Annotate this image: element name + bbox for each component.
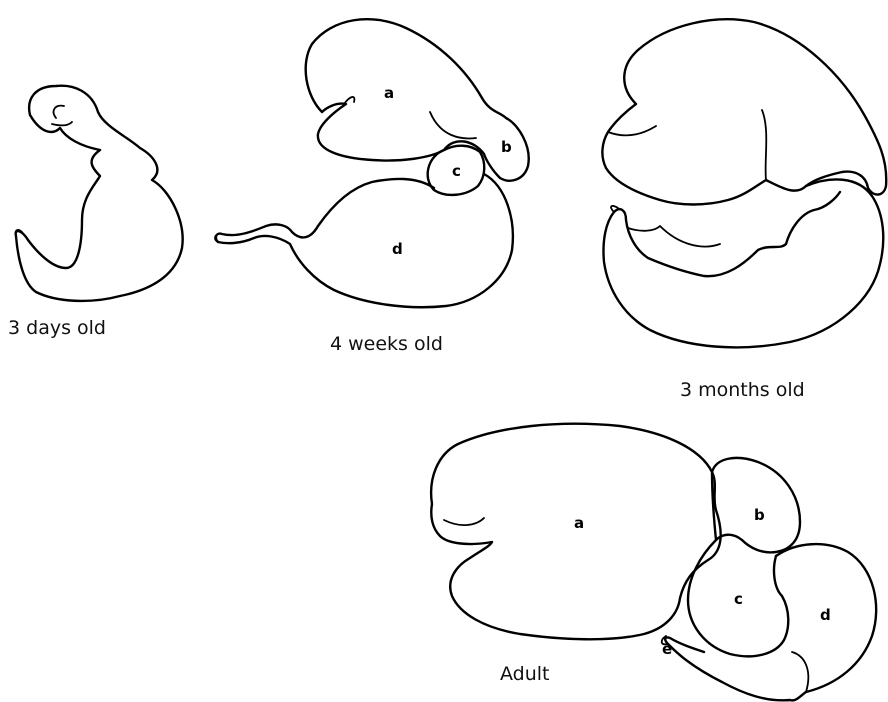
- adult-label-e: e: [662, 640, 672, 658]
- week4-region-a: [306, 19, 529, 181]
- week4-label-a: a: [384, 84, 394, 102]
- week4-label-c: c: [452, 162, 461, 180]
- stage-4-weeks-drawing: [215, 19, 529, 307]
- caption-4-weeks-old: 4 weeks old: [330, 333, 443, 355]
- stage-adult-drawing: [431, 424, 876, 701]
- adult-label-c: c: [734, 590, 743, 608]
- week4-label-d: d: [392, 240, 403, 258]
- adult-label-a: a: [574, 514, 584, 532]
- caption-adult: Adult: [500, 663, 550, 685]
- caption-3-months-old: 3 months old: [680, 379, 805, 401]
- week4-label-b: b: [501, 138, 512, 156]
- stage-3-days-drawing: [15, 86, 182, 301]
- month3-lower-body: [603, 179, 883, 347]
- stage-3-months-drawing: [602, 19, 886, 347]
- caption-3-days-old: 3 days old: [8, 317, 106, 339]
- adult-label-b: b: [754, 506, 765, 524]
- month3-cerebrum: [602, 19, 886, 204]
- week4-region-d: [216, 174, 513, 307]
- adult-label-d: d: [820, 606, 831, 624]
